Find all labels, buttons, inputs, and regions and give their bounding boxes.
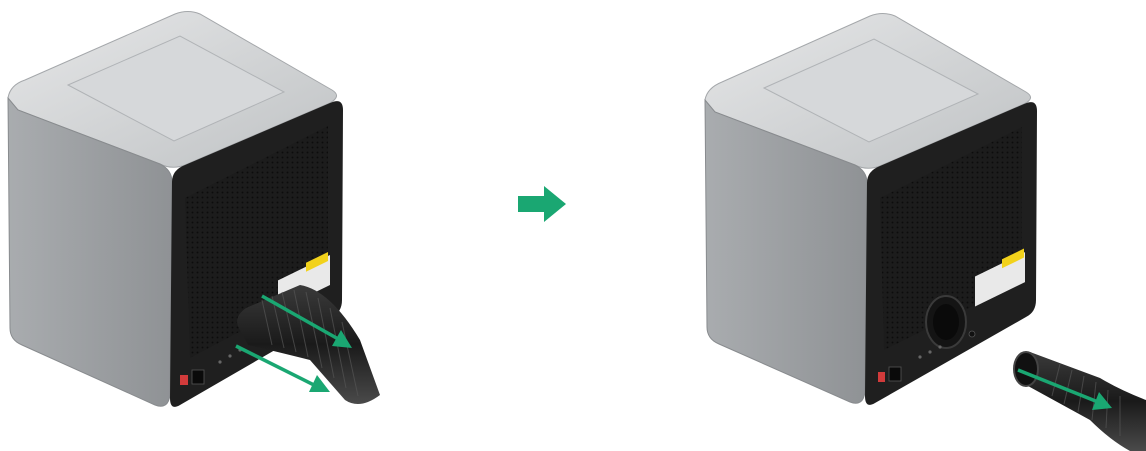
power-switch-icon bbox=[180, 375, 188, 385]
power-switch-icon bbox=[878, 372, 885, 382]
pull-arrow-icon bbox=[235, 294, 352, 392]
hose-detached bbox=[1013, 351, 1146, 451]
hose-attached bbox=[237, 285, 380, 404]
next-step-arrow-icon bbox=[518, 186, 566, 222]
pull-arrow-icon bbox=[1017, 368, 1112, 410]
device-after bbox=[704, 13, 1037, 405]
